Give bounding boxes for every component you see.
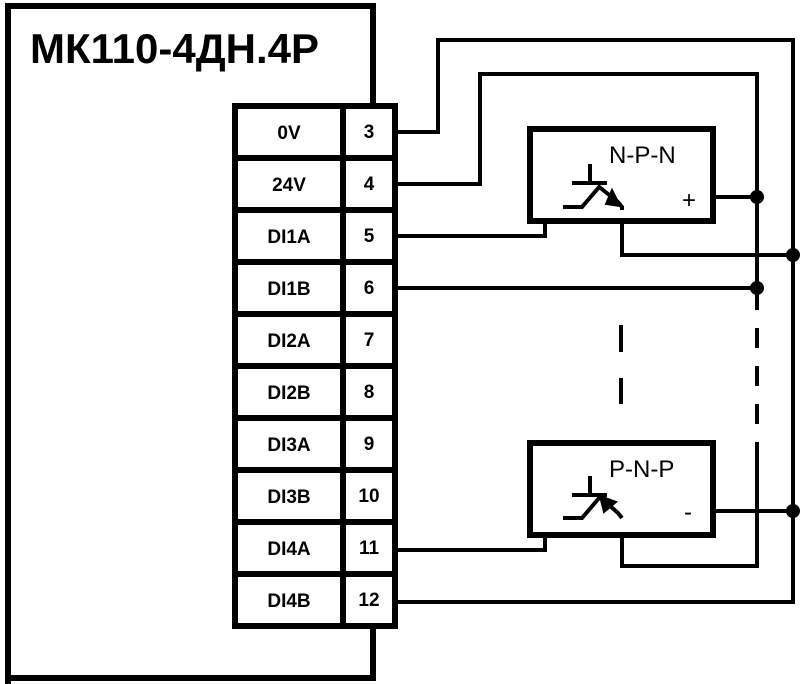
dashed-continuation — [619, 255, 795, 510]
terminal-row: 24V 4 — [232, 155, 398, 213]
device-title: МК110-4ДН.4Р — [30, 25, 319, 72]
terminal-label: DI1A — [267, 227, 311, 248]
terminal-number: 6 — [364, 278, 375, 299]
terminal-number-cell — [340, 415, 398, 473]
terminal-number-cell — [340, 571, 398, 629]
terminal-label: DI2B — [267, 383, 310, 404]
sensor-pnp-terminal-sign: - — [684, 499, 692, 526]
terminal-row: DI1A 5 — [232, 207, 398, 265]
terminal-number: 9 — [364, 434, 375, 455]
sensor-pnp-type: P-N-P — [609, 456, 674, 483]
terminal-label-cell — [232, 467, 346, 525]
terminal-label: 0V — [277, 123, 301, 144]
junction-dot — [786, 248, 800, 262]
sensor-pnp: P-N-P - — [527, 440, 716, 538]
terminal-label: DI4B — [267, 591, 310, 612]
terminal-number-cell — [340, 311, 398, 369]
terminal-label-cell — [232, 363, 346, 421]
terminal-label: DI3B — [267, 487, 310, 508]
terminal-row: DI4B 12 — [232, 571, 398, 629]
wire-24v — [398, 72, 759, 290]
terminal-number: 3 — [364, 122, 375, 143]
terminal-label: DI1B — [267, 279, 310, 300]
terminal-number: 8 — [364, 382, 375, 403]
terminal-row: DI3A 9 — [232, 415, 398, 473]
wire-di4b — [398, 510, 795, 604]
terminal-number-cell — [340, 363, 398, 421]
terminal-number: 5 — [364, 226, 375, 247]
terminal-row: DI2B 8 — [232, 363, 398, 421]
terminal-row: DI2A 7 — [232, 311, 398, 369]
terminal-number-cell — [340, 519, 398, 577]
sensor-npn-type: N-P-N — [609, 142, 676, 169]
terminal-label: DI3A — [267, 435, 311, 456]
sensor-npn: N-P-N - + — [527, 126, 716, 224]
device-body — [5, 3, 376, 684]
junctions — [750, 190, 800, 518]
wire-0v — [398, 38, 795, 510]
terminal-row: DI4A 11 — [232, 519, 398, 577]
terminal-row: DI3B 10 — [232, 467, 398, 525]
junction-dot — [750, 281, 764, 295]
terminal-number-cell — [340, 103, 398, 161]
terminal-number: 10 — [358, 486, 379, 507]
terminal-number: 4 — [364, 174, 375, 195]
pnp-transistor-icon — [563, 476, 624, 520]
device-body-bottom — [8, 626, 376, 681]
terminal-label-cell — [232, 571, 346, 629]
sensor-npn-terminal-sign: + — [682, 187, 696, 214]
terminal-row: DI1B 6 — [232, 259, 398, 317]
npn-transistor-icon — [563, 164, 624, 210]
terminal-row: 0V 3 — [232, 103, 398, 161]
terminal-number: 7 — [364, 330, 375, 351]
junction-dot — [750, 190, 764, 204]
junction-dot — [786, 504, 800, 518]
terminal-label: 24V — [272, 175, 306, 196]
terminal-label: DI2A — [267, 331, 311, 352]
sensor-pnp-box — [527, 440, 716, 538]
terminal-number-cell — [340, 259, 398, 317]
terminal-number: 11 — [359, 538, 380, 559]
terminal-number: 12 — [358, 590, 379, 611]
terminal-label: DI4A — [267, 539, 311, 560]
